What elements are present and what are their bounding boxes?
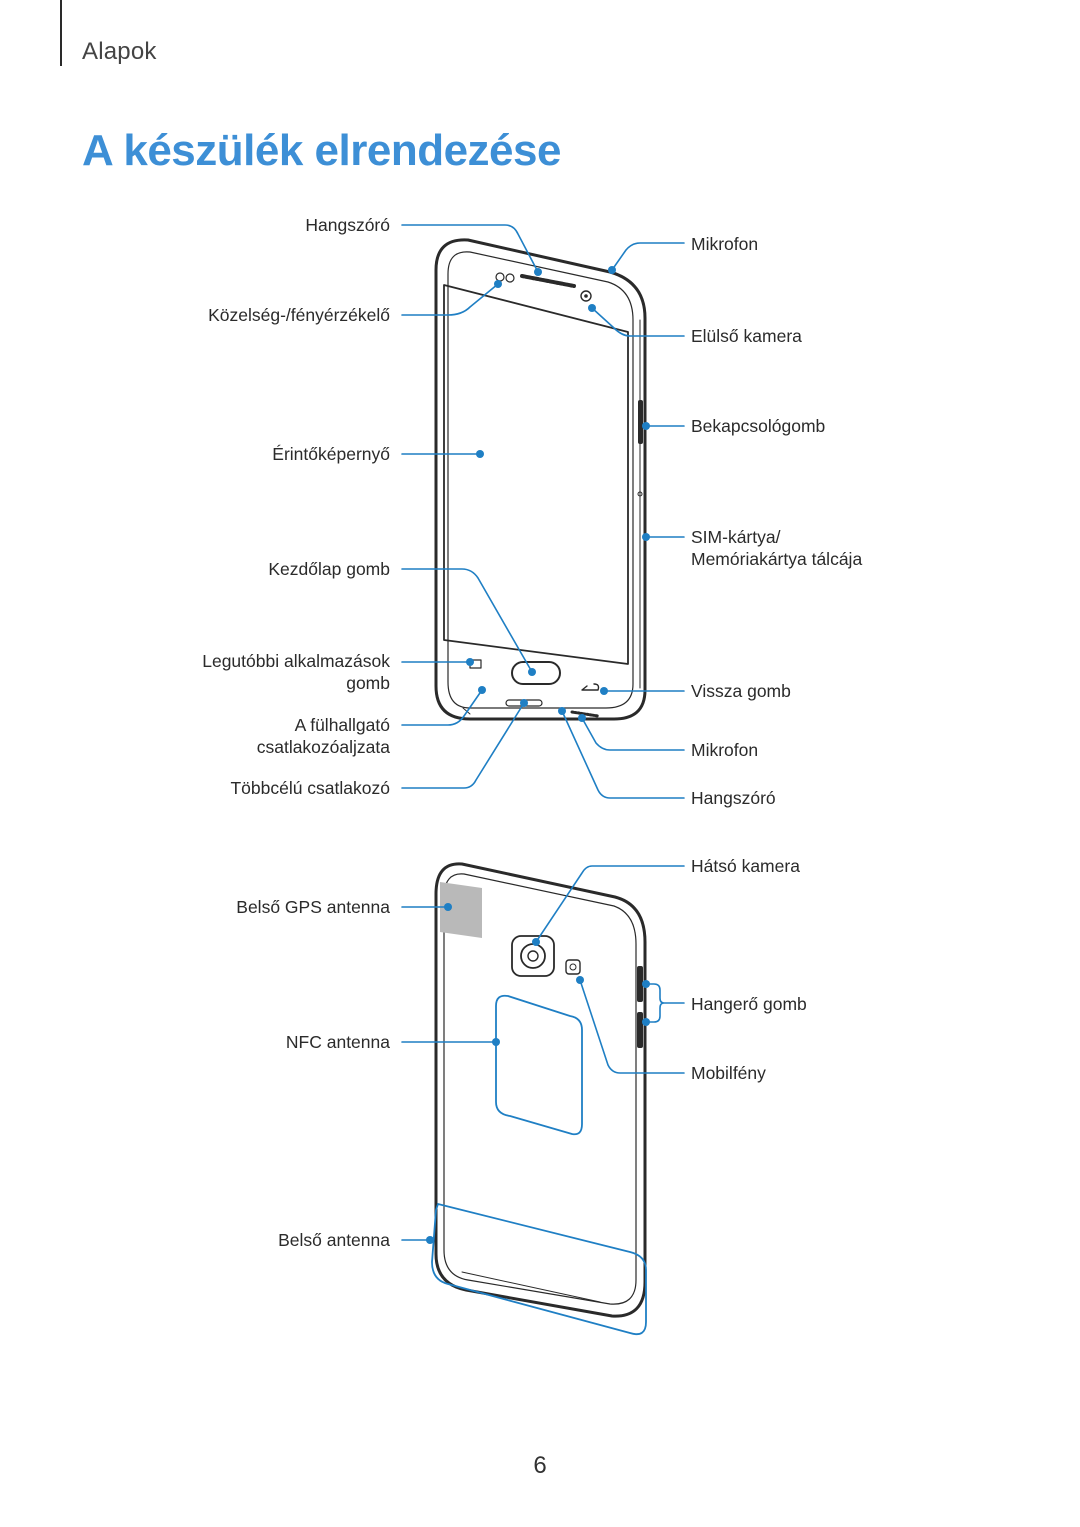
label-flash: Mobilfény [691, 1063, 766, 1083]
volume-key-shape [637, 966, 643, 1002]
callout-lines [401, 224, 685, 1336]
label-multipurpose-jack: Többcélú csatlakozó [230, 778, 390, 798]
label-power-button: Bekapcsológomb [691, 416, 826, 436]
callout-rear-camera [535, 865, 685, 943]
callout-volume-key [645, 983, 685, 1023]
callout-microphone-bottom [581, 717, 685, 751]
gps-antenna-area [440, 882, 482, 938]
label-back-button: Vissza gomb [691, 681, 791, 701]
label-sim-tray-line1: SIM-kártya/ [691, 527, 781, 547]
rear-camera-shape [511, 935, 555, 977]
back-phone [434, 862, 647, 1318]
callout-flash [579, 979, 685, 1074]
home-key-shape [511, 661, 561, 685]
label-headset-jack-line1: A fülhallgató [294, 715, 390, 735]
front-phone [434, 238, 647, 721]
page-title: A készülék elrendezése [82, 126, 561, 175]
label-sim-tray-line2: Memóriakártya tálcája [691, 549, 863, 569]
power-key-shape [638, 400, 643, 444]
label-sim-tray: SIM-kártya/ Memóriakártya tálcája [691, 526, 862, 570]
callout-headset-jack [401, 689, 483, 726]
label-microphone-bottom: Mikrofon [691, 740, 759, 760]
label-front-camera: Elülső kamera [691, 326, 802, 346]
section-rule [60, 0, 62, 66]
label-speaker-bottom: Hangszóró [691, 788, 776, 808]
flash-shape [565, 959, 581, 975]
callout-speaker-bottom [561, 710, 685, 799]
callout-dots [426, 266, 650, 1244]
label-speaker-top: Hangszóró [305, 215, 390, 235]
callout-multipurpose-jack [401, 702, 525, 789]
label-headset-jack: A fülhallgató csatlakozóaljzata [257, 714, 390, 758]
label-recent-apps-line2: gomb [346, 673, 390, 693]
label-home-button: Kezdőlap gomb [268, 559, 390, 579]
label-volume-key: Hangerő gomb [691, 994, 807, 1014]
callout-front-camera [591, 307, 685, 337]
section-label: Alapok [82, 38, 157, 65]
nfc-antenna-area [495, 994, 583, 1136]
label-gps-antenna: Belső GPS antenna [236, 897, 390, 917]
label-nfc-antenna: NFC antenna [285, 1032, 390, 1052]
callout-speaker-top [401, 224, 539, 273]
page-number: 6 [533, 1452, 547, 1479]
callout-proximity-sensor [401, 283, 499, 316]
main-antenna-area [431, 1203, 647, 1336]
label-recent-apps-line1: Legutóbbi alkalmazások [202, 651, 390, 671]
label-headset-jack-line2: csatlakozóaljzata [256, 737, 390, 757]
label-touchscreen: Érintőképernyő [272, 444, 390, 464]
label-main-antenna: Belső antenna [278, 1230, 390, 1250]
callout-microphone-top [611, 242, 685, 271]
label-proximity-sensor: Közelség-/fényérzékelő [208, 305, 390, 325]
label-rear-camera: Hátsó kamera [691, 856, 800, 876]
callout-home-button [401, 568, 533, 673]
label-recent-apps: Legutóbbi alkalmazások gomb [202, 650, 390, 694]
label-microphone-top: Mikrofon [691, 234, 759, 254]
